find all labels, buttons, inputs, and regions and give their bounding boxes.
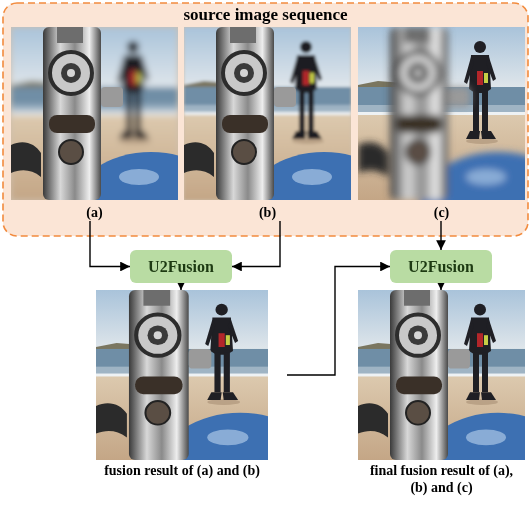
flow-arrow	[90, 221, 130, 267]
fused-photo	[358, 290, 531, 508]
image-node: (b)	[184, 27, 351, 221]
image-caption: fusion result of (a) and (b)	[104, 462, 260, 479]
image-caption: (a)	[86, 202, 102, 221]
photo-foreground	[96, 290, 321, 508]
photo-foreground	[358, 27, 531, 262]
image-caption: (b)	[259, 202, 276, 221]
flow-arrow	[180, 283, 181, 290]
flow-arrow	[440, 283, 441, 290]
fused-photo	[96, 290, 321, 508]
image-caption: (c)	[434, 202, 450, 221]
source-photo	[358, 27, 531, 262]
process-label: U2Fusion	[408, 258, 474, 276]
image-node: (a)	[11, 27, 178, 221]
group-band: source image sequence (a) (b) (c)	[3, 3, 528, 236]
photo-foreground	[358, 290, 531, 508]
image-caption: final fusion result of (a), (b) and (c)	[367, 462, 517, 496]
flow-arrow	[440, 221, 441, 250]
group-title: source image sequence	[184, 3, 348, 25]
process-box: U2Fusion	[390, 250, 492, 283]
process-label: U2Fusion	[148, 258, 214, 276]
flow-arrow	[232, 221, 280, 267]
flow-arrow	[287, 267, 390, 376]
image-node: (c)	[358, 27, 525, 221]
image-node: final fusion result of (a), (b) and (c)	[358, 290, 525, 496]
image-node: fusion result of (a) and (b)	[77, 290, 287, 479]
process-box: U2Fusion	[130, 250, 232, 283]
